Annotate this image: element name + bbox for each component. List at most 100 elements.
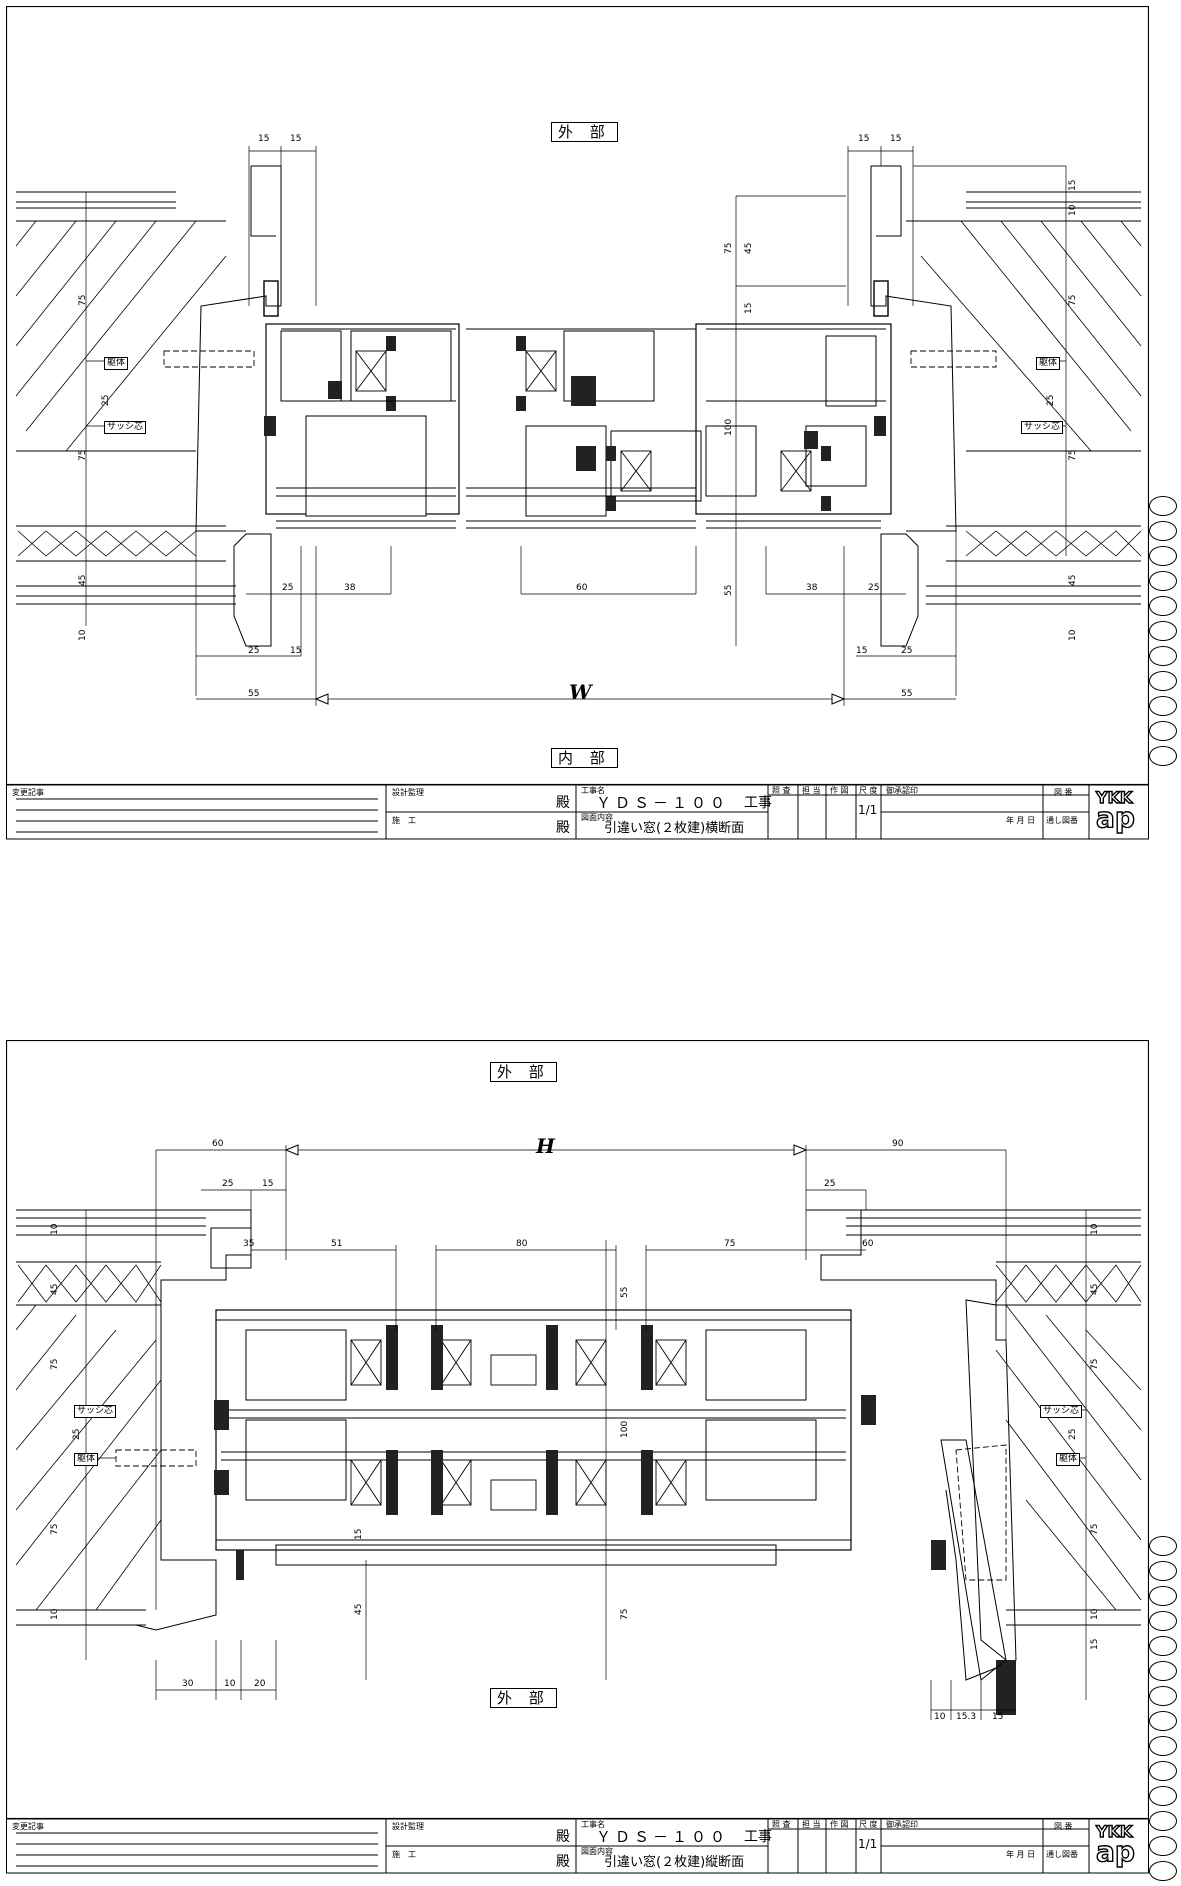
vdim-right-2: 10 [1068, 204, 1078, 216]
dim-bottom-right-3: 15 [856, 646, 868, 656]
tag-left-body: 躯体 [104, 357, 129, 370]
vdim-right-5: 75 [1090, 1523, 1100, 1535]
dim-center: 60 [576, 583, 588, 593]
dim-row-1: 35 [243, 1239, 255, 1249]
vdim-right-5: 75 [1068, 449, 1078, 461]
honorific-top: 殿 [556, 795, 570, 811]
dim-bottom-right-2: 15.3 [956, 1712, 977, 1722]
exterior-label: 外 部 [490, 1062, 557, 1082]
revision-circles-bottom [1149, 1536, 1179, 1886]
dim-top-5: 25 [824, 1179, 836, 1189]
revision-circle [1149, 1636, 1177, 1656]
revision-circle [1149, 1711, 1177, 1731]
vdim-right-1: 10 [1090, 1223, 1100, 1235]
revision-circle [1149, 646, 1177, 666]
dim-top-4: 15 [262, 1179, 274, 1189]
tag-right-body: 躯体 [1056, 1453, 1081, 1466]
revision-circle [1149, 1661, 1177, 1681]
height-dimension-label: H [536, 1134, 555, 1158]
vdim-inner-2: 100 [620, 1420, 630, 1438]
col-check: 照 査 [772, 786, 791, 795]
dim-top-right-1: 15 [858, 134, 870, 144]
dim-top-2: 90 [892, 1139, 904, 1149]
revision-circle [1149, 1736, 1177, 1756]
design-supervision-label: 設計監理 [392, 1822, 424, 1831]
col-drawn: 作 図 [830, 786, 849, 795]
tag-left-body: 躯体 [74, 1453, 99, 1466]
dim-bottom-left-3: 20 [254, 1679, 266, 1689]
vdim-inner-right-2: 45 [744, 242, 754, 254]
section-drawing-horizontal [6, 6, 1149, 840]
vdim-left-3: 75 [78, 449, 88, 461]
project-suffix: 工事 [744, 1829, 772, 1845]
dim-top-left-2: 15 [290, 134, 302, 144]
col-approval: 御承認印 [886, 1820, 918, 1829]
dim-top-1: 60 [212, 1139, 224, 1149]
serial-no-label: 通し図番 [1046, 816, 1078, 825]
col-approval: 御承認印 [886, 786, 918, 795]
vdim-inner-right-4: 100 [724, 418, 734, 436]
revision-circle [1149, 521, 1177, 541]
drawing-content-label: 図面内容 [581, 1847, 613, 1856]
revision-circle [1149, 1836, 1177, 1856]
vdim-right-7: 10 [1090, 1608, 1100, 1620]
dim-bottom-right-4: 25 [901, 646, 913, 656]
vdim-inner-right-3: 15 [744, 302, 754, 314]
col-check: 照 査 [772, 1820, 791, 1829]
revision-circle [1149, 596, 1177, 616]
dim-bottom-left-2: 10 [224, 1679, 236, 1689]
revision-circle [1149, 1811, 1177, 1831]
interior-label: 外 部 [490, 1688, 557, 1708]
tag-right-sash-center: サッシ芯 [1040, 1405, 1083, 1418]
revision-label: 変更記事 [12, 788, 44, 797]
vdim-left-3: 75 [50, 1358, 60, 1370]
vdim-right-6: 15 [1090, 1638, 1100, 1650]
scale-value: 1/1 [858, 1837, 878, 1851]
dim-bottom-right-3: 15 [992, 1712, 1004, 1722]
vdim-left-5: 75 [50, 1523, 60, 1535]
vdim-right-6: 45 [1068, 574, 1078, 586]
tag-right-sash-center: サッシ芯 [1021, 421, 1064, 434]
revision-circle [1149, 721, 1177, 741]
vdim-right-3: 75 [1090, 1358, 1100, 1370]
dim-bottom-left-1: 30 [182, 1679, 194, 1689]
serial-no-label: 通し図番 [1046, 1850, 1078, 1859]
revision-circle [1149, 1586, 1177, 1606]
dim-top-right-2: 15 [890, 134, 902, 144]
vdim-inner-5: 75 [620, 1608, 630, 1620]
drawing-sheet-horizontal: 外 部 内 部 W 15 15 15 15 25 38 25 15 55 60 … [6, 6, 1149, 840]
vdim-left-4: 25 [72, 1428, 82, 1440]
dim-row-3: 80 [516, 1239, 528, 1249]
vdim-right-4: 25 [1068, 1428, 1078, 1440]
honorific-bottom: 殿 [556, 1854, 570, 1870]
dim-bottom-left-3: 25 [248, 646, 260, 656]
dim-bottom-left-2: 38 [344, 583, 356, 593]
vdim-left-1: 10 [50, 1223, 60, 1235]
tag-right-body: 躯体 [1036, 357, 1061, 370]
tag-left-sash-center: サッシ芯 [104, 421, 147, 434]
revision-circle [1149, 1686, 1177, 1706]
revision-circle [1149, 1536, 1177, 1556]
vdim-right-4: 25 [1046, 394, 1056, 406]
revision-circle [1149, 746, 1177, 766]
revision-circle [1149, 1561, 1177, 1581]
dim-bottom-right-5: 55 [901, 689, 913, 699]
scale-value: 1/1 [858, 803, 878, 817]
col-drawn: 作 図 [830, 1820, 849, 1829]
revision-circle [1149, 621, 1177, 641]
honorific-bottom: 殿 [556, 820, 570, 836]
dim-bottom-left-1: 25 [282, 583, 294, 593]
vdim-left-2: 25 [101, 394, 111, 406]
vdim-inner-right-1: 75 [724, 242, 734, 254]
project-name: ＹＤＳ－１００ [596, 794, 730, 812]
vdim-left-6: 10 [50, 1608, 60, 1620]
revision-circle [1149, 696, 1177, 716]
revision-circle [1149, 1786, 1177, 1806]
project-name-label: 工事名 [581, 786, 605, 795]
revision-circles-top [1149, 496, 1179, 771]
revision-circle [1149, 1861, 1177, 1881]
interior-label: 内 部 [551, 748, 618, 768]
dim-bottom-right-1: 38 [806, 583, 818, 593]
vdim-right-1: 15 [1068, 179, 1078, 191]
